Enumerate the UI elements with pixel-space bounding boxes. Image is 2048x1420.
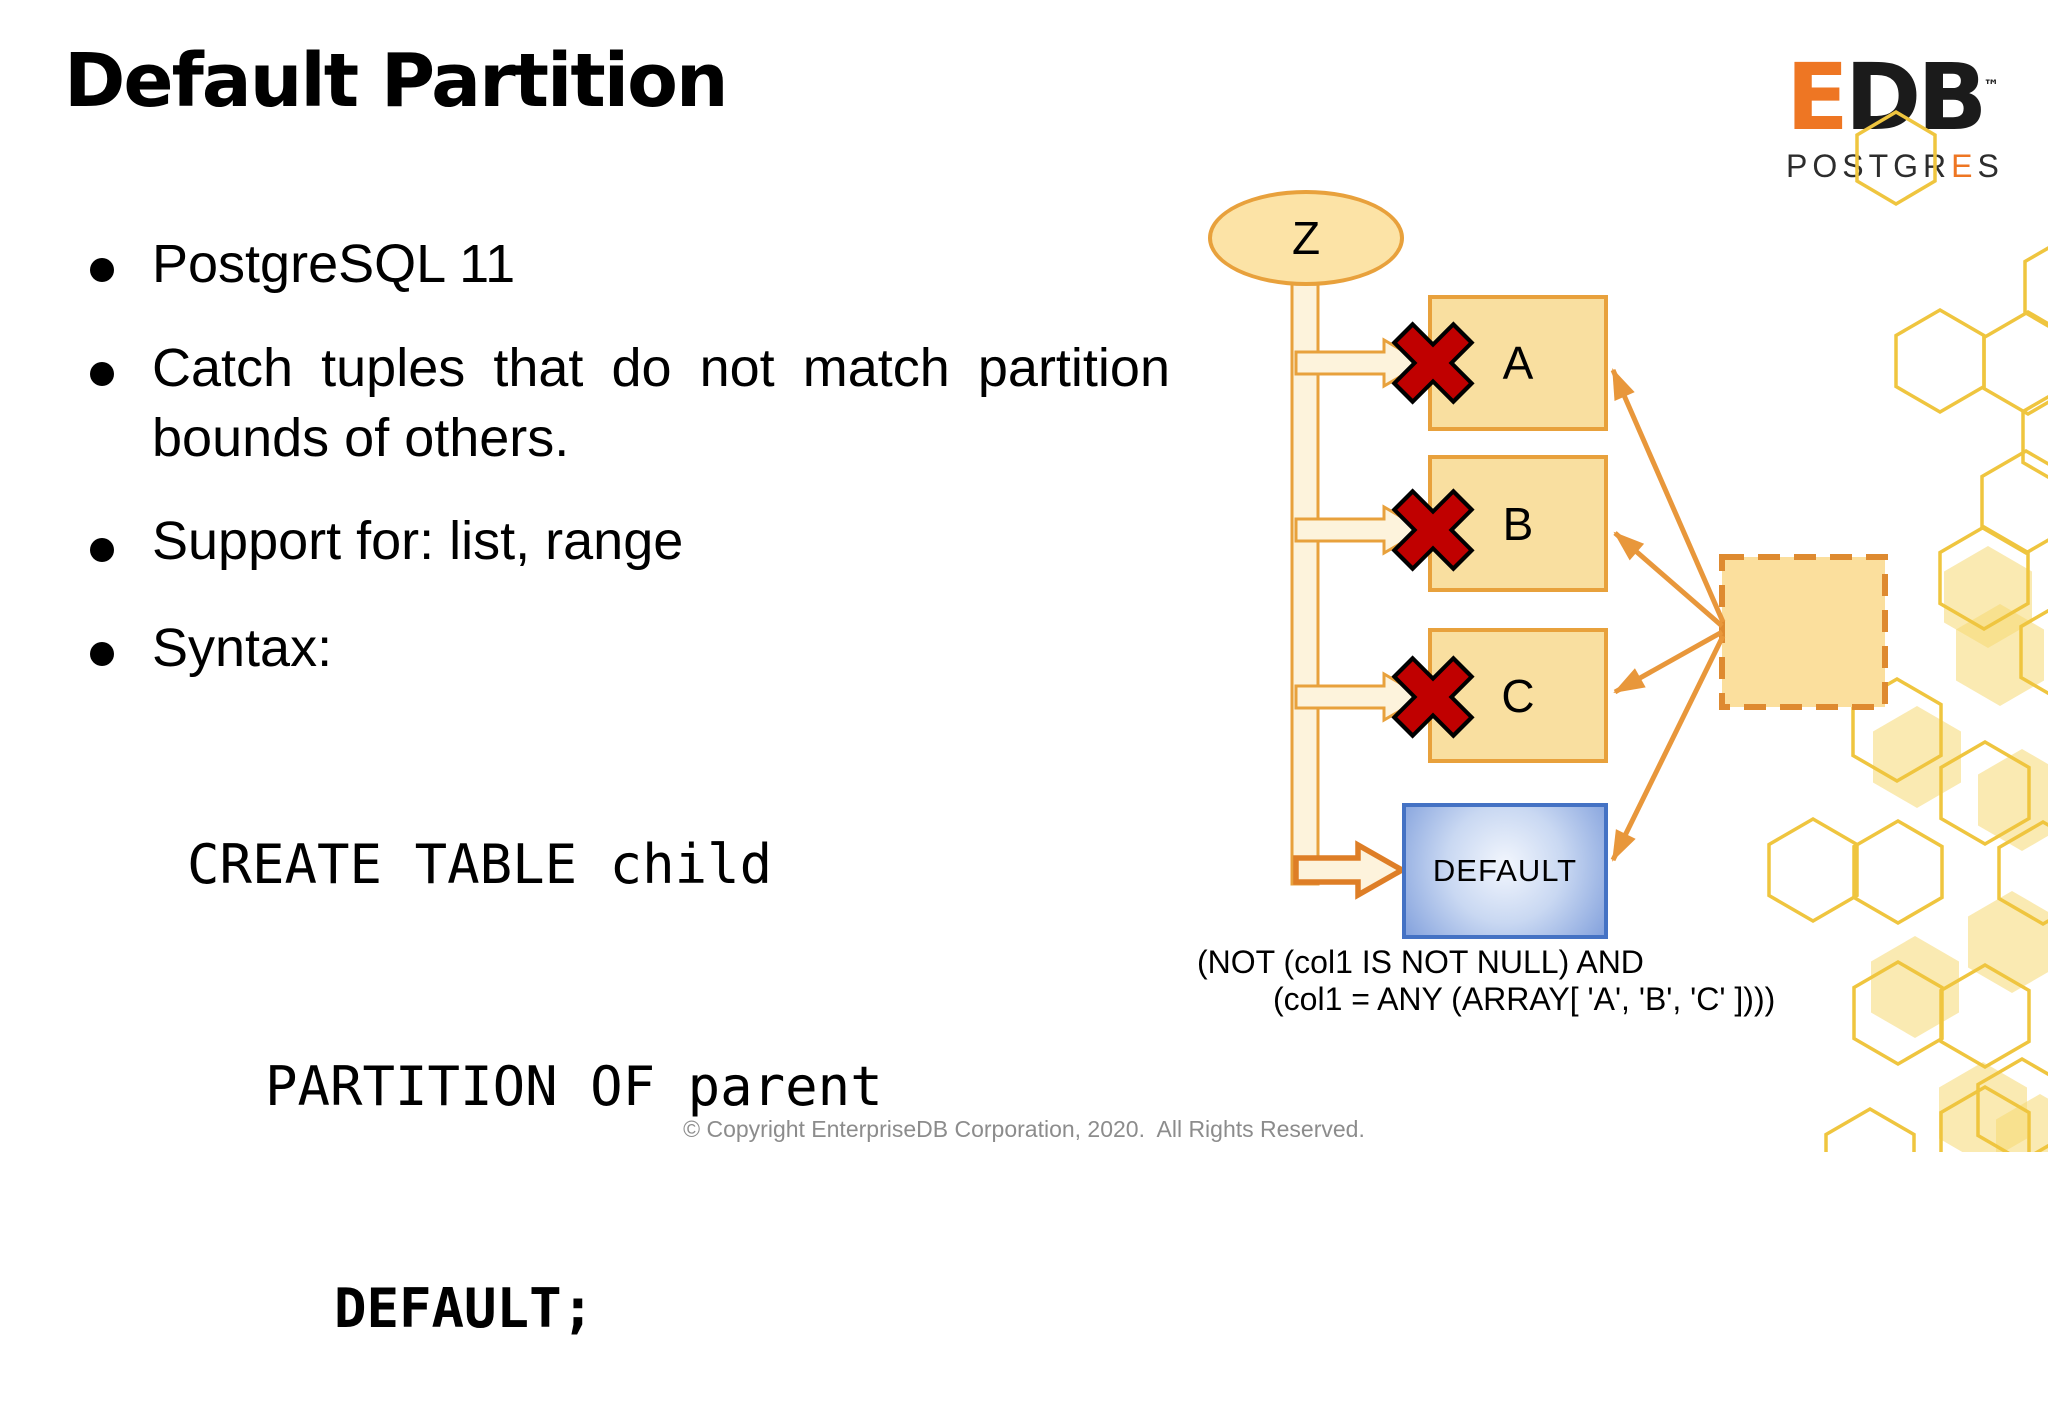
hexagon-decoration	[2019, 608, 2048, 696]
partition-box-b: B	[1428, 455, 1608, 592]
caption-line-2: (col1 = ANY (ARRAY[ 'A', 'B', 'C' ])))	[1273, 981, 1776, 1017]
rejection-marks-layer	[1391, 321, 1475, 739]
partition-box-c: C	[1428, 628, 1608, 763]
hexagon-decoration	[1852, 818, 1944, 926]
logo-letter-e: E	[1786, 44, 1849, 151]
branch-arrows	[1293, 337, 1428, 900]
hexagon-decoration	[1996, 1094, 2048, 1152]
arrow-to-a	[1610, 368, 1726, 624]
hexagon-decoration	[1824, 1106, 1916, 1152]
dashed-tuple-box	[1719, 554, 1888, 710]
partition-label-b: B	[1502, 497, 1534, 550]
code-line-default: DEFAULT;	[334, 1277, 595, 1340]
hexagon-decoration	[1938, 524, 2030, 632]
hexagon-decoration	[1873, 706, 1961, 808]
hexagon-decoration	[1976, 1056, 2048, 1152]
hexagon-decoration	[2021, 394, 2048, 480]
arrow-to-c	[1613, 629, 1724, 695]
hexagon-decoration	[1871, 936, 1959, 1038]
trademark-symbol: ™	[1983, 76, 2000, 95]
hexagon-decoration	[1855, 109, 1937, 207]
hexagon-decoration	[2023, 246, 2048, 328]
bullet-item-postgresql11: PostgreSQL 11	[152, 234, 516, 294]
red-x-icon	[1391, 321, 1475, 405]
red-x-icon	[1391, 488, 1475, 572]
code-line-create: CREATE TABLE child	[187, 833, 773, 896]
logo-postgres-pre: POSTGR	[1786, 148, 1952, 184]
bullet-dot	[90, 538, 114, 562]
routing-arrows	[1610, 368, 1726, 862]
hexagon-pattern-decoration	[1767, 109, 2048, 1152]
arrow-to-b	[1613, 531, 1724, 628]
red-x-icon	[1391, 655, 1475, 739]
hexagon-decoration	[1982, 309, 2048, 417]
logo-postgres-wordmark: POSTGRES	[1786, 148, 2026, 185]
hexagon-decoration	[1852, 959, 1944, 1067]
hexagon-decoration	[1997, 819, 2048, 927]
source-node-z: Z	[1208, 190, 1404, 286]
arrow-to-default	[1610, 634, 1726, 862]
bullet-dot	[90, 642, 114, 666]
hexagon-decoration	[1939, 739, 2031, 847]
hexagon-decoration	[1939, 962, 2031, 1070]
partition-label-c: C	[1501, 669, 1535, 722]
default-partition-label: DEFAULT	[1432, 853, 1578, 888]
bullet-dot	[90, 258, 114, 282]
logo-postgres-s: S	[1977, 148, 2004, 184]
diagram-connector-layer	[1290, 276, 1888, 900]
bullet-item-catch-tuples: Catch tuples that do not match partition…	[152, 338, 1170, 468]
caption-line-1: (NOT (col1 IS NOT NULL) AND	[1197, 944, 1644, 980]
hexagon-decoration	[1939, 1084, 2031, 1152]
partition-label-a: A	[1502, 337, 1534, 389]
copyright-footer: © Copyright EnterpriseDB Corporation, 20…	[683, 1116, 1365, 1142]
bullet-dot	[90, 362, 114, 386]
bullet-item-syntax: Syntax:	[152, 618, 333, 678]
logo-postgres-e: E	[1951, 148, 1978, 184]
source-node-label: Z	[1291, 212, 1321, 264]
default-partition-constraint-caption: (NOT (col1 IS NOT NULL) AND (col1 = ANY …	[1197, 944, 1775, 1018]
bullet-item-support: Support for: list, range	[152, 511, 684, 571]
code-line-partition: PARTITION OF parent	[265, 1055, 883, 1118]
page-title: Default Partition	[64, 38, 729, 124]
default-partition-box: DEFAULT	[1402, 803, 1608, 939]
branch-arrow-default	[1293, 840, 1408, 900]
